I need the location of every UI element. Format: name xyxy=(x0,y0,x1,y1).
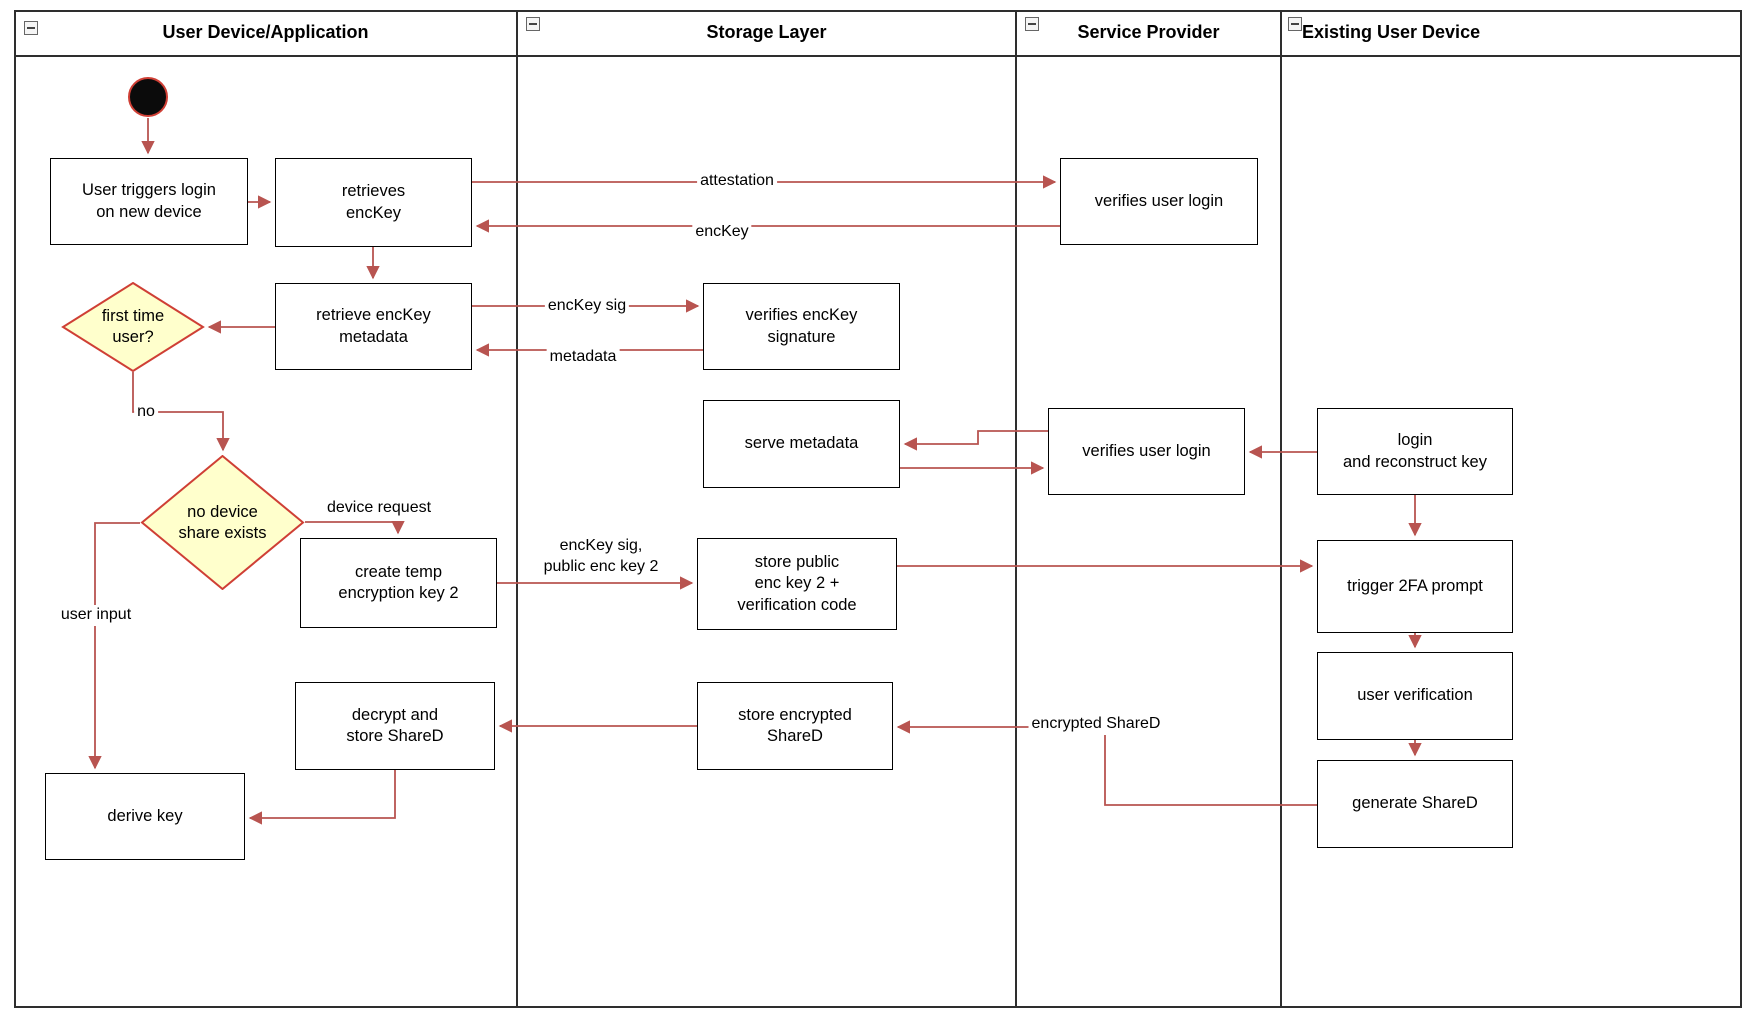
node-label: verifies encKey signature xyxy=(745,306,858,346)
node-verifies-enckey-signature[interactable]: verifies encKey signature xyxy=(703,283,900,370)
collapse-toggle-service-provider[interactable] xyxy=(1025,17,1039,31)
node-serve-metadata[interactable]: serve metadata xyxy=(703,400,900,488)
lane-title-storage-layer: Storage Layer xyxy=(706,22,827,42)
node-verifies-user-login-2[interactable]: verifies user login xyxy=(1048,408,1245,495)
edge-label-enckey-sig: encKey sig xyxy=(544,296,630,317)
node-store-encrypted-shared[interactable]: store encrypted ShareD xyxy=(697,682,893,770)
node-user-triggers-login[interactable]: User triggers login on new device xyxy=(50,158,248,245)
lane-title-existing-user-device: Existing User Device xyxy=(1302,22,1481,42)
node-label: trigger 2FA prompt xyxy=(1347,576,1483,595)
node-label: no device share exists xyxy=(178,502,267,542)
diamond-shape xyxy=(140,455,305,590)
start-node[interactable] xyxy=(128,77,168,117)
edge-user-input xyxy=(88,522,140,770)
node-store-public-enc-key-2[interactable]: store public enc key 2 + verification co… xyxy=(697,538,897,630)
lane-title-user-device-application: User Device/Application xyxy=(162,22,369,42)
lane-header-divider xyxy=(14,55,1742,57)
minus-icon xyxy=(529,23,537,25)
edge-label-device-request: device request xyxy=(323,498,435,519)
node-trigger-2fa-prompt[interactable]: trigger 2FA prompt xyxy=(1317,540,1513,633)
node-login-and-reconstruct-key[interactable]: login and reconstruct key xyxy=(1317,408,1513,495)
node-decrypt-and-store-shared[interactable]: decrypt and store ShareD xyxy=(295,682,495,770)
node-label: store public enc key 2 + verification co… xyxy=(737,553,857,614)
minus-icon xyxy=(27,27,35,29)
node-label: decrypt and store ShareD xyxy=(346,705,444,745)
lane-divider xyxy=(516,10,518,1008)
edge-label-enckey-sig-public: encKey sig, public enc key 2 xyxy=(540,536,662,578)
edge-label-no: no xyxy=(134,402,158,423)
node-label: store encrypted ShareD xyxy=(738,705,852,745)
node-label: verifies user login xyxy=(1094,191,1224,210)
edge-label-encrypted-shared: encrypted ShareD xyxy=(1028,714,1164,735)
edge-label-enckey: encKey xyxy=(692,222,752,243)
node-derive-key[interactable]: derive key xyxy=(45,773,245,860)
diamond-shape xyxy=(61,282,205,372)
edge-label-metadata: metadata xyxy=(546,347,620,368)
decision-first-time-user[interactable]: first time user? xyxy=(61,282,205,372)
edge-no-branch xyxy=(132,372,230,452)
collapse-toggle-storage-layer[interactable] xyxy=(526,17,540,31)
decision-no-device-share-exists[interactable]: no device share exists xyxy=(140,455,305,590)
edge-decrypt-to-derive xyxy=(248,770,396,825)
node-create-temp-encryption-key-2[interactable]: create temp encryption key 2 xyxy=(300,538,497,628)
node-retrieves-enckey[interactable]: retrieves encKey xyxy=(275,158,472,247)
minus-icon xyxy=(1028,23,1036,25)
edge-label-user-input: user input xyxy=(57,605,135,626)
minus-icon xyxy=(1291,23,1299,25)
edge-device-request xyxy=(305,520,405,535)
edge-encrypted-shared xyxy=(896,720,1317,806)
lane-title-service-provider: Service Provider xyxy=(1077,22,1220,42)
node-verifies-user-login-1[interactable]: verifies user login xyxy=(1060,158,1258,245)
lane-divider xyxy=(1280,10,1282,1008)
node-label: first time user? xyxy=(101,307,165,346)
node-label: verifies user login xyxy=(1082,441,1211,460)
node-label: serve metadata xyxy=(744,434,859,453)
node-label: retrieve encKey metadata xyxy=(316,306,431,346)
collapse-toggle-existing-user-device[interactable] xyxy=(1288,17,1302,31)
node-user-verification[interactable]: user verification xyxy=(1317,652,1513,740)
edge-label-attestation: attestation xyxy=(697,171,777,192)
lane-divider xyxy=(1015,10,1017,1008)
node-label: derive key xyxy=(107,806,183,825)
node-label: create temp encryption key 2 xyxy=(338,562,459,602)
node-retrieve-enckey-metadata[interactable]: retrieve encKey metadata xyxy=(275,283,472,370)
node-label: login and reconstruct key xyxy=(1343,431,1487,471)
node-label: user verification xyxy=(1357,686,1473,705)
node-generate-shared[interactable]: generate ShareD xyxy=(1317,760,1513,848)
node-label: generate ShareD xyxy=(1352,794,1478,813)
edge-login2-to-serve-metadata xyxy=(903,430,1048,451)
node-label: User triggers login on new device xyxy=(82,181,216,221)
collapse-toggle-user-device[interactable] xyxy=(24,21,38,35)
node-label: retrieves encKey xyxy=(341,182,406,222)
diagram-border xyxy=(14,10,1742,1008)
